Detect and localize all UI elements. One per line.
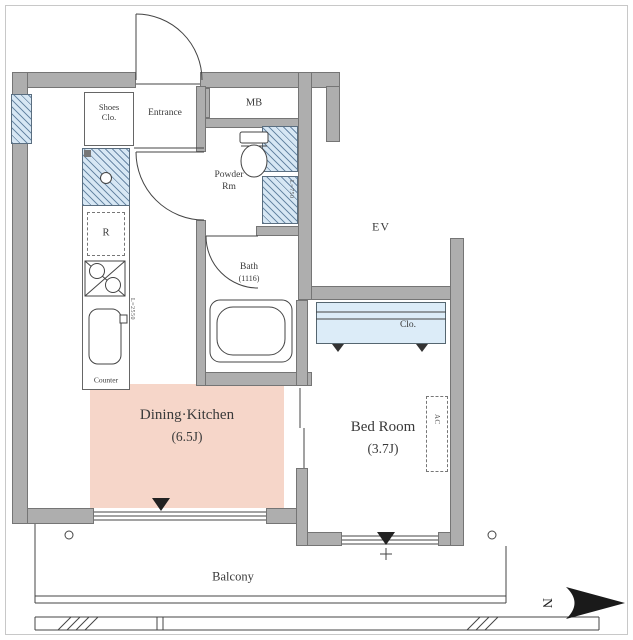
wall-segment — [196, 220, 206, 386]
dining-kitchen-size: (6.5J) — [171, 429, 203, 444]
balcony-label: Balcony — [212, 569, 254, 584]
pipe-space-box — [11, 94, 32, 144]
vanity-box-upper — [262, 126, 298, 172]
powder-room-line2: Rm — [222, 182, 236, 192]
wall-segment — [200, 72, 340, 88]
vanity-box-lower — [262, 176, 298, 224]
wall-segment — [296, 468, 308, 546]
powder-room-label: Powder Rm — [214, 169, 243, 193]
bath-size: (1116) — [238, 274, 260, 283]
bed-room-label: Bed Room (3.7J) — [351, 417, 416, 459]
meter-box-label: MB — [245, 97, 263, 109]
wall-segment — [326, 86, 340, 142]
shoes-closet-line1: Shoes — [98, 102, 120, 112]
wall-segment — [196, 86, 206, 152]
page-border — [5, 5, 628, 635]
elevator-label: EV — [372, 219, 390, 234]
shoes-closet-label: Shoes Clo. — [99, 102, 119, 122]
counter-dimension-label: L=2550 — [129, 298, 135, 321]
refrigerator-space-box — [87, 212, 125, 256]
ac-space-box — [426, 396, 448, 472]
refrigerator-label: R — [102, 227, 110, 239]
entrance-label: Entrance — [148, 108, 182, 118]
closet-box — [316, 302, 446, 344]
wall-segment — [24, 508, 94, 524]
dining-kitchen-floor — [90, 384, 284, 508]
wall-segment — [296, 300, 308, 386]
dining-kitchen-name: Dining·Kitchen — [139, 407, 235, 423]
shoes-closet-line2: Clo. — [101, 112, 117, 122]
wall-segment — [12, 72, 28, 524]
vanity-dimension-label: L=750 — [288, 180, 294, 199]
wall-segment — [256, 226, 302, 236]
bath-label: Bath (1116) — [239, 262, 260, 284]
bath-name: Bath — [240, 262, 258, 272]
counter-label: Counter — [93, 375, 119, 385]
wall-segment — [298, 72, 312, 300]
ac-space-label: AC — [433, 414, 441, 425]
dining-kitchen-label: Dining·Kitchen (6.5J) — [140, 405, 234, 447]
wall-segment — [450, 238, 464, 546]
bed-room-name: Bed Room — [350, 419, 416, 435]
wall-segment — [196, 372, 312, 386]
shoes-closet-box — [84, 92, 134, 146]
wall-segment — [12, 72, 136, 88]
bed-room-size: (3.7J) — [367, 441, 399, 456]
closet-label: Clo. — [399, 320, 417, 330]
powder-room-line1: Powder — [214, 170, 244, 180]
wall-segment — [298, 286, 464, 300]
washer-space-box — [82, 148, 130, 206]
